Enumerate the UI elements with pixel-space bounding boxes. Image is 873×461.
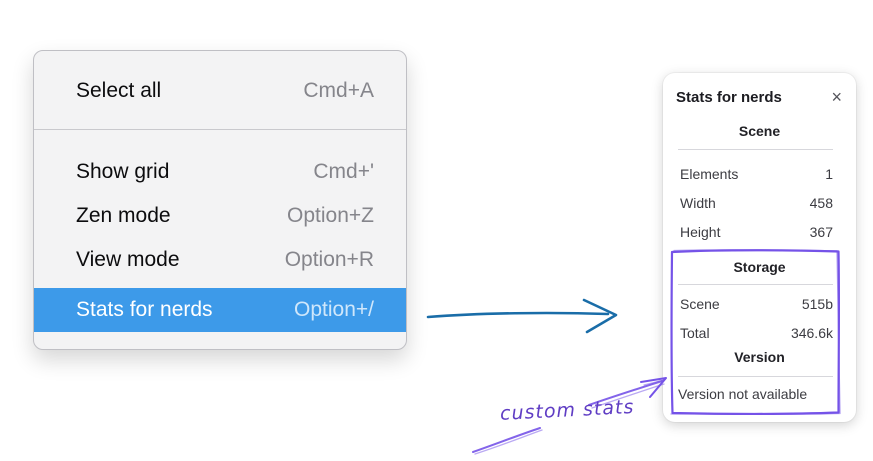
stat-value: 346.6k: [790, 324, 833, 341]
section-divider: [678, 149, 833, 150]
blue-arrow-icon: [426, 298, 618, 334]
menu-item-shortcut: Cmd+': [313, 160, 374, 183]
version-note: Version not available: [678, 386, 808, 402]
menu-item-shortcut: Option+R: [284, 248, 374, 271]
stat-value: 458: [809, 194, 833, 211]
custom-stats-annotation: custom stats: [499, 395, 635, 425]
stat-row-scene-size: Scene 515b: [676, 289, 843, 318]
stat-label: Width: [680, 194, 716, 211]
stats-panel-title: Stats for nerds: [676, 88, 782, 106]
menu-item-label: Show grid: [76, 160, 170, 183]
menu-spacer: [34, 130, 406, 150]
menu-item-select-all[interactable]: Select all Cmd+A: [34, 69, 406, 113]
close-icon[interactable]: ×: [831, 87, 842, 107]
stat-row-height: Height 367: [676, 217, 843, 246]
menu-item-label: Zen mode: [76, 204, 171, 227]
context-menu: Select all Cmd+A Show grid Cmd+' Zen mod…: [33, 50, 407, 350]
storage-rows: Scene 515b Total 346.6k: [676, 289, 843, 347]
stat-row-total-size: Total 346.6k: [676, 318, 843, 347]
menu-item-shortcut: Option+/: [294, 298, 374, 321]
stat-value: 515b: [801, 295, 833, 312]
stat-label: Scene: [680, 295, 720, 312]
stat-label: Height: [680, 223, 721, 240]
stats-panel: Stats for nerds × Scene Elements 1 Width…: [663, 73, 856, 422]
stat-value: 367: [809, 223, 833, 240]
section-divider: [678, 376, 833, 377]
section-header-scene: Scene: [738, 123, 781, 139]
stat-value: 1: [825, 165, 833, 182]
menu-item-view-mode[interactable]: View mode Option+R: [34, 238, 406, 282]
section-divider: [678, 284, 833, 285]
stat-row-width: Width 458: [676, 188, 843, 217]
menu-item-shortcut: Cmd+A: [303, 79, 374, 102]
menu-item-zen-mode[interactable]: Zen mode Option+Z: [34, 194, 406, 238]
scene-rows: Elements 1 Width 458 Height 367: [676, 159, 843, 246]
stat-label: Total: [680, 324, 710, 341]
menu-item-stats-for-nerds[interactable]: Stats for nerds Option+/: [34, 288, 406, 332]
menu-item-show-grid[interactable]: Show grid Cmd+': [34, 150, 406, 194]
menu-item-label: Select all: [76, 79, 162, 102]
menu-item-label: View mode: [76, 248, 180, 271]
menu-item-label: Stats for nerds: [76, 298, 213, 321]
stat-row-elements: Elements 1: [676, 159, 843, 188]
stats-panel-header: Stats for nerds ×: [676, 86, 843, 108]
menu-divider: [34, 129, 406, 130]
menu-item-shortcut: Option+Z: [287, 204, 374, 227]
section-header-version: Version: [734, 349, 785, 365]
stat-label: Elements: [680, 165, 739, 182]
section-header-storage: Storage: [733, 259, 786, 275]
